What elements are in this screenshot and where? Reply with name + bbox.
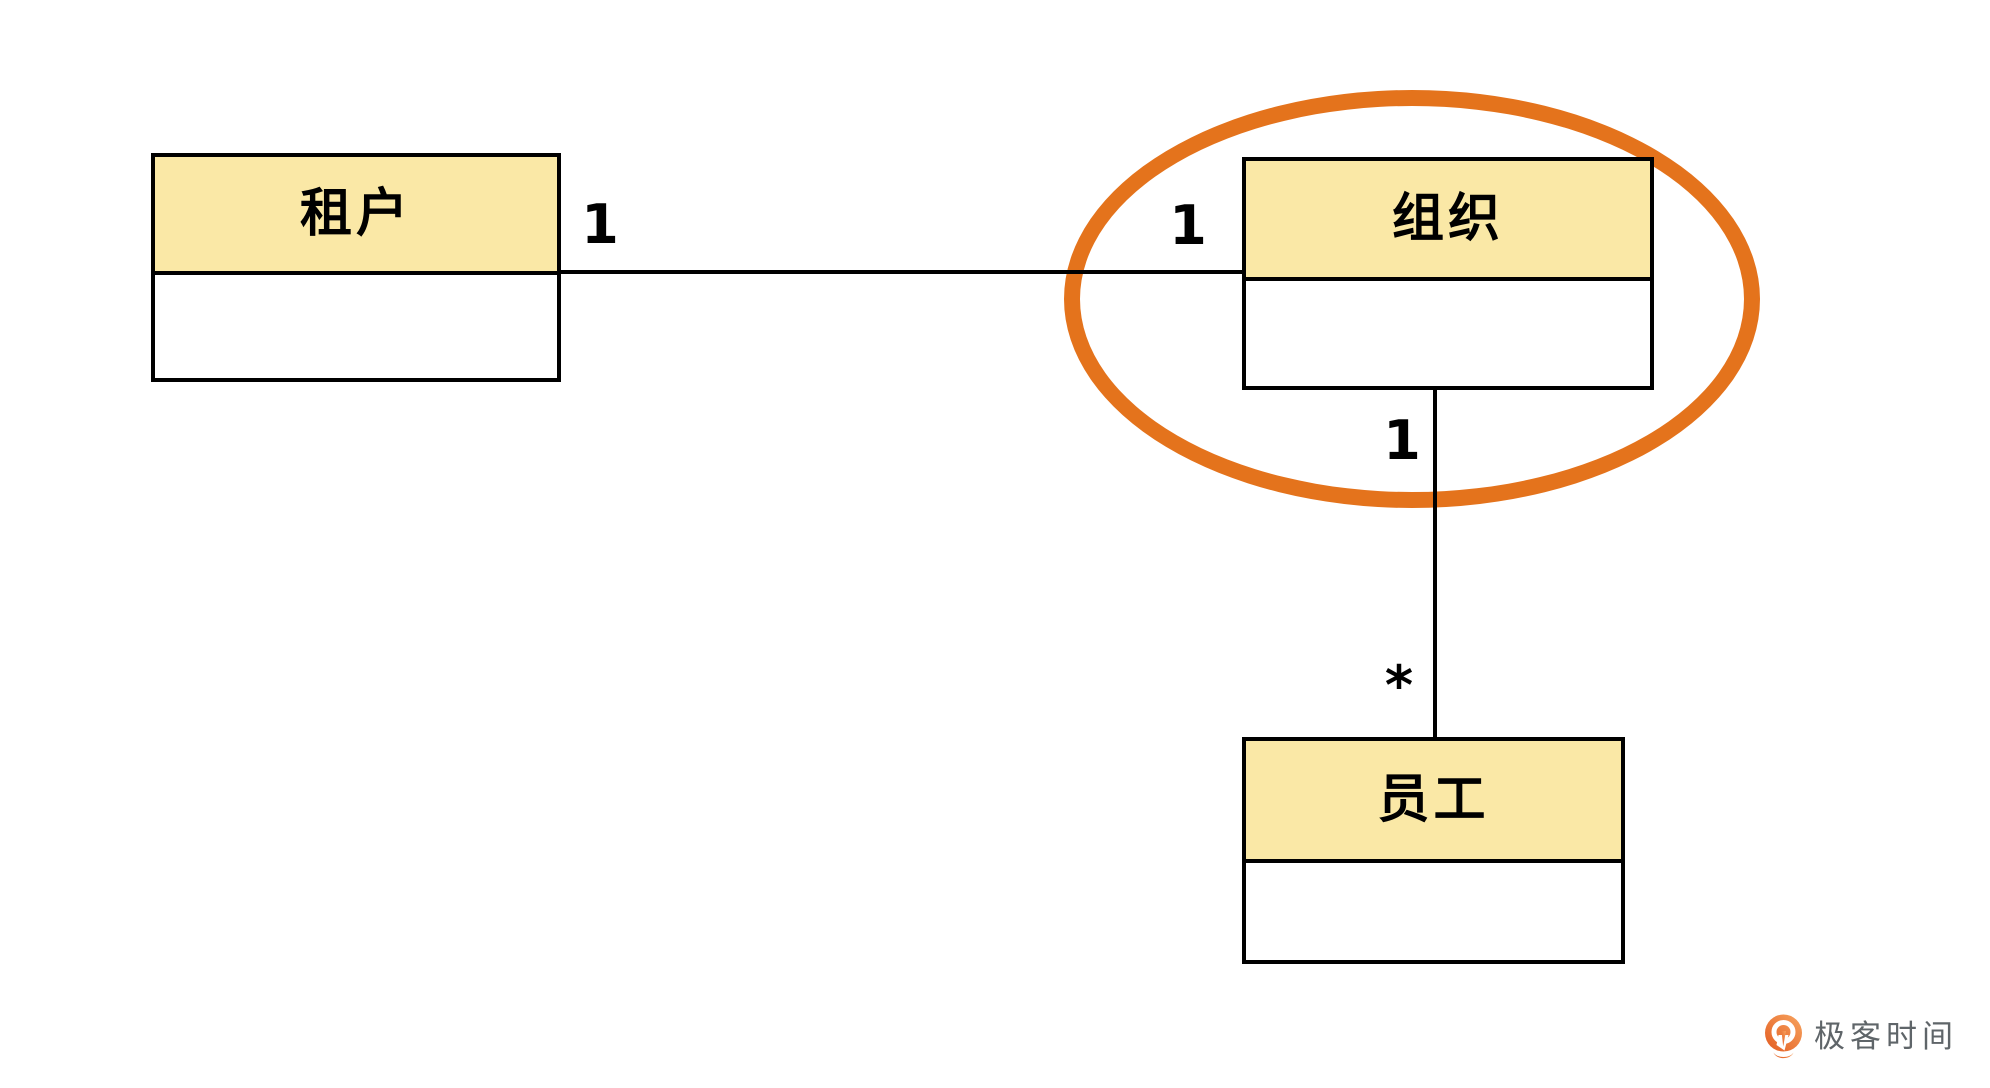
multiplicity-organization-left: 1 <box>1169 194 1207 257</box>
entity-employee-title: 员工 <box>1377 770 1490 830</box>
entity-organization-title: 组织 <box>1391 189 1504 249</box>
entity-organization: 组织 <box>1242 157 1654 390</box>
entity-tenant-header: 租户 <box>155 157 557 275</box>
entity-tenant-title: 租户 <box>299 184 412 244</box>
entity-organization-header: 组织 <box>1246 161 1650 281</box>
entity-employee-header: 员工 <box>1246 741 1621 863</box>
entity-employee-body <box>1246 863 1621 960</box>
geektime-logo: 极客时间 <box>1763 1014 1958 1061</box>
connector-tenant-organization <box>558 270 1246 274</box>
entity-tenant: 租户 <box>151 153 561 382</box>
entity-tenant-body <box>155 275 557 378</box>
multiplicity-tenant-side: 1 <box>581 193 619 256</box>
entity-organization-body <box>1246 281 1650 386</box>
geektime-logo-text: 极客时间 <box>1814 1019 1958 1055</box>
geektime-logo-icon <box>1765 1014 1802 1059</box>
entity-employee: 员工 <box>1242 737 1625 964</box>
multiplicity-organization-bottom: 1 <box>1383 409 1421 472</box>
multiplicity-employee-side: * <box>1384 654 1414 717</box>
connector-organization-employee <box>1433 388 1437 739</box>
